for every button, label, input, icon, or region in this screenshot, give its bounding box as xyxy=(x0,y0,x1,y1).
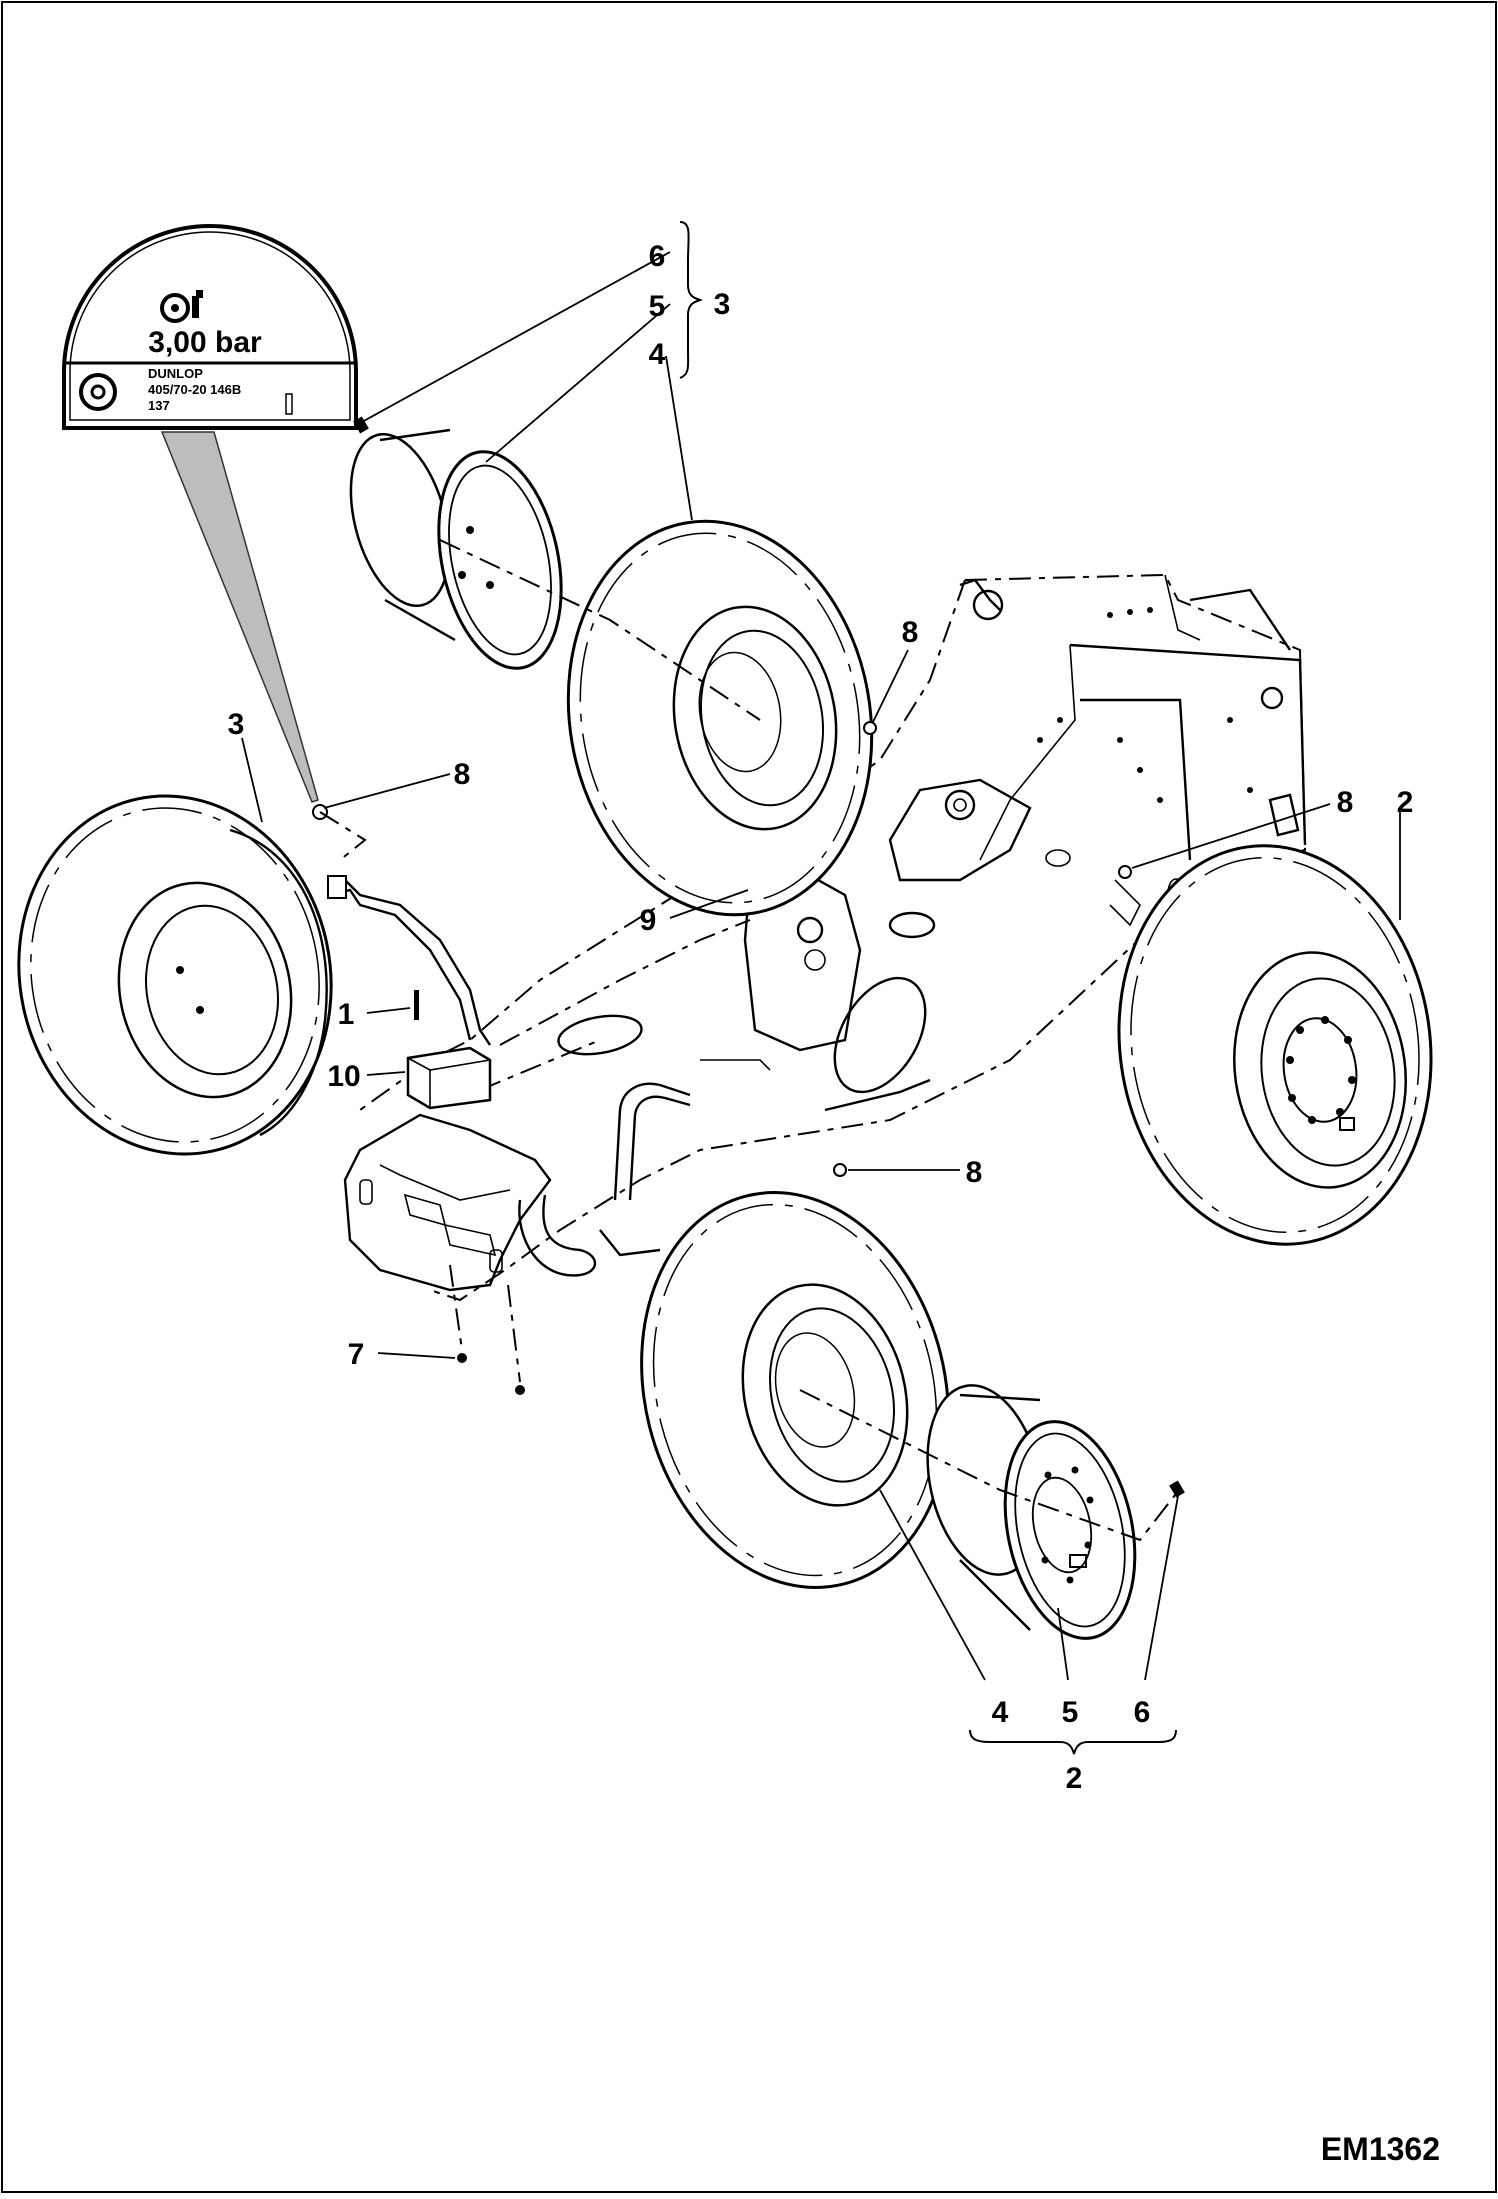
callout-8-bottom: 8 xyxy=(966,1156,983,1189)
callout-8-left: 8 xyxy=(454,758,471,791)
tire-icon xyxy=(79,373,117,411)
callout-9: 9 xyxy=(640,904,657,937)
callout-5-top: 5 xyxy=(649,290,666,323)
tire-rear-left xyxy=(566,519,874,917)
tire-rear-right xyxy=(1117,844,1433,1246)
figure-code: EM1362 xyxy=(1321,2131,1440,2167)
brace-bottom xyxy=(969,1729,1177,1755)
drain-plug-b xyxy=(515,1385,525,1395)
wheel-rim-rear-left xyxy=(349,428,563,670)
pressure-value: 3,00 bar xyxy=(148,326,262,359)
tire-brand: DUNLOP xyxy=(148,366,203,381)
callout-8-right: 8 xyxy=(1337,786,1354,819)
callout-6-top: 6 xyxy=(649,240,666,273)
drain-plug-a xyxy=(457,1353,467,1363)
wheel-rim-front-right xyxy=(926,1384,1137,1640)
callout-8-top: 8 xyxy=(902,616,919,649)
callout-4-top: 4 xyxy=(649,338,666,371)
callout-5-bottom: 5 xyxy=(1062,1696,1079,1729)
leader-lines xyxy=(241,251,1401,1681)
decal-pointer xyxy=(160,431,319,803)
tire-pressure-decal: 3,00 bar DUNLOP 405/70-20 146B 137 xyxy=(62,224,358,430)
grease-nipple-c xyxy=(833,1163,847,1177)
wheel-nut-bottom xyxy=(1169,1480,1185,1498)
callout-1: 1 xyxy=(338,998,355,1031)
wheel-nut-top xyxy=(353,416,369,434)
tire-load: 137 xyxy=(148,398,170,413)
tire-front-right xyxy=(640,1191,950,1589)
grease-nipple-b xyxy=(1118,865,1132,879)
tire-size: 405/70-20 146B xyxy=(148,382,241,397)
tire-front-left xyxy=(17,794,333,1156)
callout-3-left: 3 xyxy=(228,708,245,741)
callout-3-top: 3 xyxy=(714,288,731,321)
counterweight-block xyxy=(406,1046,492,1110)
brace-top xyxy=(679,221,704,379)
grease-nipple-a xyxy=(863,721,877,735)
callout-4-bottom: 4 xyxy=(992,1696,1009,1729)
frame-chassis xyxy=(327,573,1307,1302)
bolt xyxy=(414,990,419,1020)
callout-10: 10 xyxy=(327,1060,360,1093)
callout-2-right: 2 xyxy=(1397,786,1414,819)
callout-6-bottom: 6 xyxy=(1134,1696,1151,1729)
callout-7: 7 xyxy=(348,1338,365,1371)
tire-pressure-icon xyxy=(160,290,203,323)
callout-2-bottom: 2 xyxy=(1066,1762,1083,1795)
